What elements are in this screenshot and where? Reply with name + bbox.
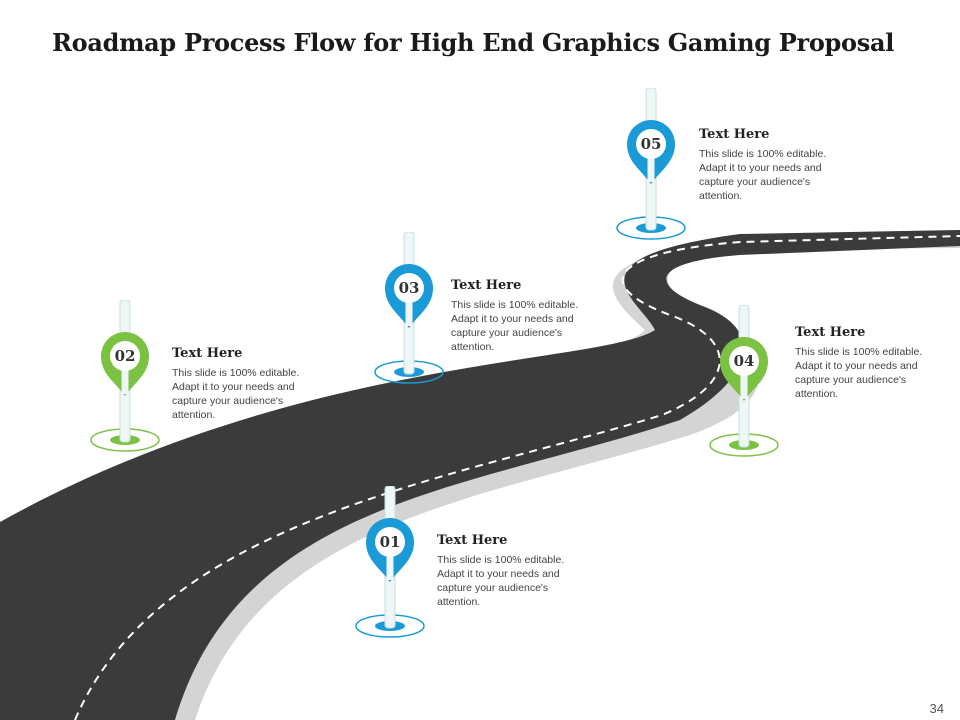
marker-pole-inner — [740, 365, 748, 399]
step-marker-05: 05 — [616, 88, 686, 240]
marker-pole-inner — [121, 360, 129, 394]
step-heading: Text Here — [437, 533, 508, 548]
step-description: This slide is 100% editable. Adapt it to… — [795, 346, 923, 400]
road-lane-marking — [74, 235, 960, 720]
step-number: 05 — [641, 135, 662, 153]
marker-number-circle — [729, 346, 759, 376]
step-number: 02 — [115, 347, 136, 365]
marker-pole-inner — [405, 292, 413, 326]
marker-number-circle — [375, 527, 405, 557]
step-heading: Text Here — [451, 278, 522, 293]
slide-title: Roadmap Process Flow for High End Graphi… — [52, 28, 895, 57]
step-marker-04: 04 — [709, 305, 779, 457]
step-number: 01 — [380, 533, 401, 551]
marker-number-circle — [636, 129, 666, 159]
step-marker-02: 02 — [90, 300, 160, 452]
step-description: This slide is 100% editable. Adapt it to… — [699, 148, 827, 202]
marker-number-circle — [394, 273, 424, 303]
marker-number-circle — [110, 341, 140, 371]
page-number: 34 — [929, 701, 944, 716]
step-number: 04 — [734, 352, 755, 370]
marker-pole-inner — [386, 546, 394, 580]
step-description: This slide is 100% editable. Adapt it to… — [172, 367, 300, 421]
step-heading: Text Here — [795, 325, 866, 340]
step-number: 03 — [399, 279, 420, 297]
marker-pole-inner — [647, 148, 655, 182]
step-heading: Text Here — [172, 346, 243, 361]
road-surface — [0, 230, 960, 720]
step-marker-01: 01 — [355, 486, 425, 638]
step-heading: Text Here — [699, 127, 770, 142]
step-description: This slide is 100% editable. Adapt it to… — [437, 554, 565, 608]
step-description: This slide is 100% editable. Adapt it to… — [451, 299, 579, 353]
step-marker-03: 03 — [374, 232, 444, 384]
